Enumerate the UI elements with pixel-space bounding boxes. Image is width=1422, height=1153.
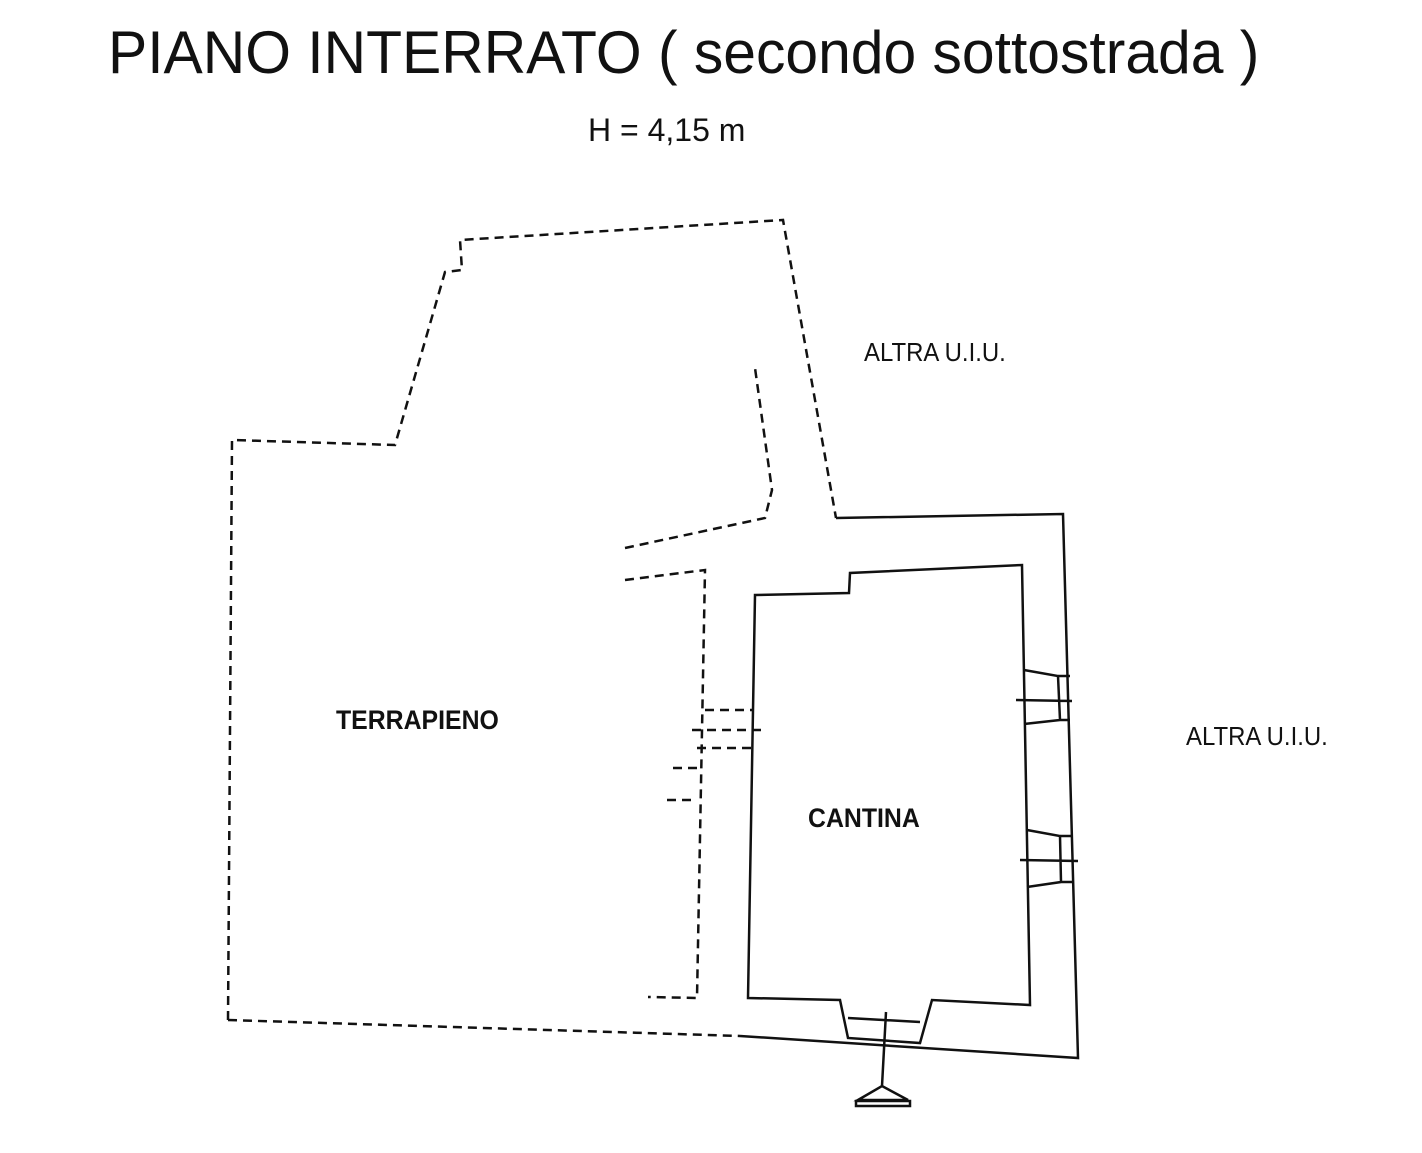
outer-solid-wall — [739, 512, 1080, 1060]
window-upper — [1015, 668, 1073, 726]
entrance-door — [847, 1011, 921, 1087]
inner-dashed-wall — [624, 568, 707, 1000]
room-label-cantina: CANTINA — [808, 803, 920, 833]
bottom-dashed-wall — [227, 1018, 741, 1038]
plan-title: PIANO INTERRATO ( secondo sottostrada ) — [108, 19, 1260, 86]
room-label-terrapieno: TERRAPIENO — [336, 705, 499, 735]
neighbor-label-right: ALTRA U.I.U. — [1186, 721, 1328, 751]
cantina-wall — [746, 563, 1032, 1045]
ceiling-height-label: H = 4,15 m — [588, 112, 746, 148]
terrapieno-boundary — [226, 218, 838, 1021]
dashed-openings — [667, 708, 762, 802]
entrance-arrow-icon — [853, 1084, 912, 1108]
neighbor-label-top: ALTRA U.I.U. — [864, 337, 1006, 367]
corridor-dashed-wall — [624, 367, 774, 550]
window-lower — [1019, 828, 1079, 889]
